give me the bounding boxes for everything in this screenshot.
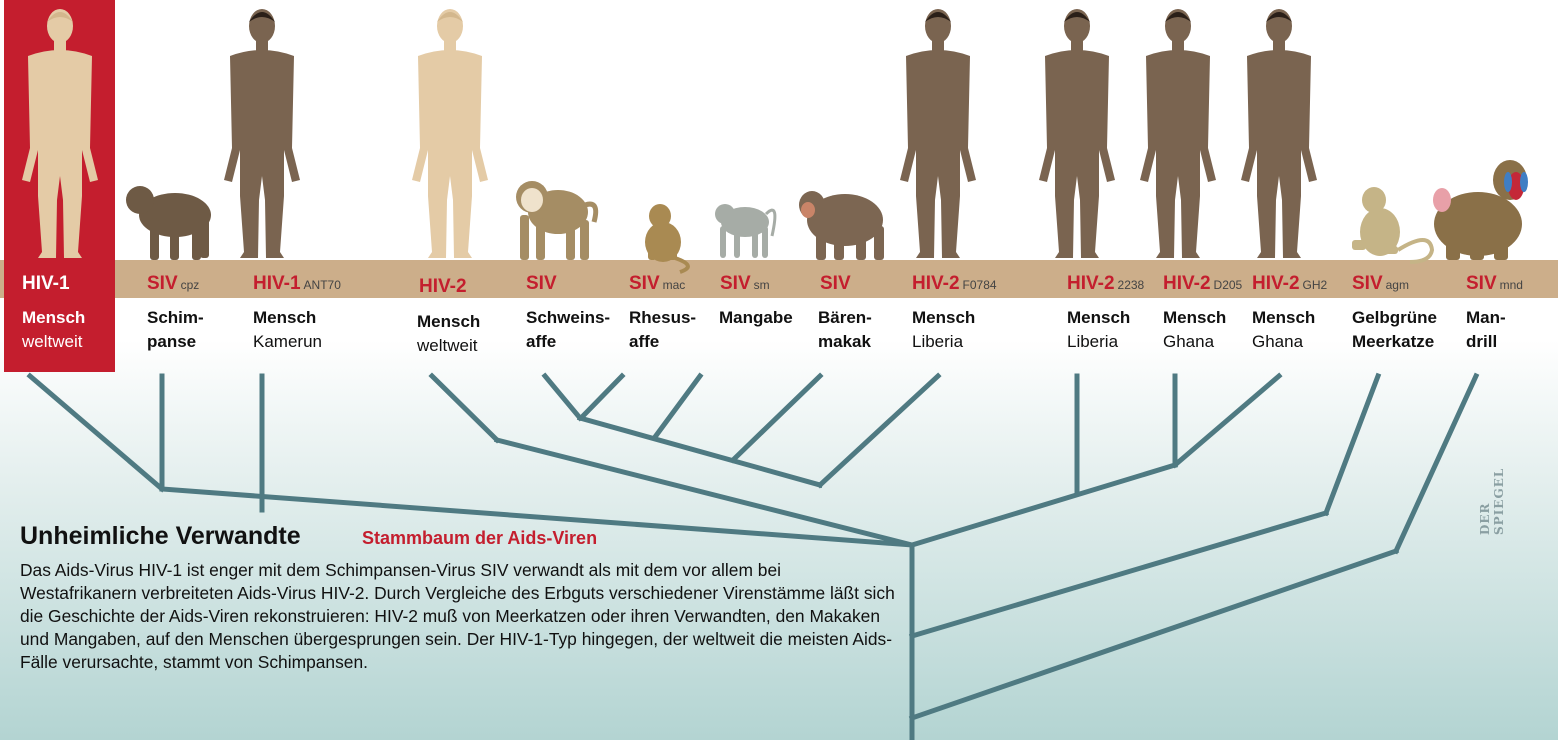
taxon-virus-hiv1-weltweit: HIV-1	[22, 274, 70, 293]
taxon-virus-siv-schweinsaffe: SIV	[526, 274, 557, 293]
mandrill-figure	[1433, 160, 1528, 260]
caption-subtitle: Stammbaum der Aids-Viren	[362, 528, 597, 549]
human-figure-3	[412, 9, 488, 258]
human-figure-5	[1039, 9, 1115, 258]
caption-text: Das Aids-Virus HIV-1 ist enger mit dem S…	[20, 559, 900, 674]
mangabey-figure	[715, 204, 775, 258]
human-figure-7	[1241, 9, 1317, 258]
taxon-virus-hiv2-weltweit: HIV-2	[419, 277, 467, 296]
human-figure-4	[900, 9, 976, 258]
chimpanzee-figure	[126, 186, 211, 260]
taxon-host-mangabe: Mangabe	[719, 306, 793, 330]
publisher-credit: DER SPIEGEL	[1478, 455, 1506, 535]
human-figure-2	[224, 9, 300, 258]
green-monkey-figure	[1352, 187, 1432, 262]
pigtailed-macaque-figure	[516, 181, 596, 260]
human-figure-6	[1140, 9, 1216, 258]
taxon-host-schimpanse: Schim-panse	[147, 306, 204, 354]
stumptailed-macaque-figure	[799, 191, 884, 260]
taxon-host-baerenmakak: Bären-makak	[818, 306, 872, 354]
taxon-virus-siv-baerenmakak: SIV	[820, 274, 851, 293]
rhesus-macaque-figure	[645, 204, 688, 272]
taxon-host-schweinsaffe: Schweins-affe	[526, 306, 610, 354]
taxon-host-mandrill: Man-drill	[1466, 306, 1506, 354]
caption-title: Unheimliche Verwandte	[20, 522, 301, 551]
human-figure-1	[22, 9, 98, 258]
taxon-host-rhesusaffe: Rhesus-affe	[629, 306, 696, 354]
